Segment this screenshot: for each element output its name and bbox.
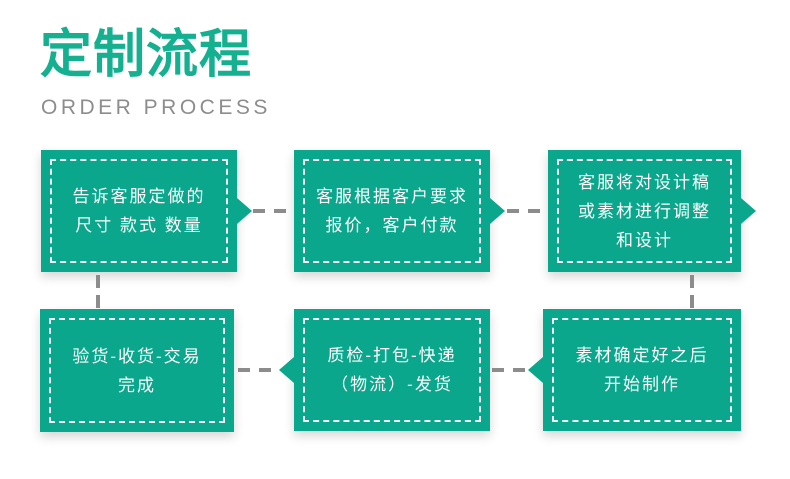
page-subtitle: ORDER PROCESS xyxy=(41,96,271,119)
arrow-right-icon xyxy=(237,198,252,224)
step-text-1: 告诉客服定做的 尺寸 款式 数量 xyxy=(72,187,206,235)
step-text-6: 验货-收货-交易 完成 xyxy=(72,346,202,395)
step-box-1: 告诉客服定做的 尺寸 款式 数量 xyxy=(41,150,237,272)
dashed-connector-step4-step5 xyxy=(492,368,526,372)
step-box-3: 客服将对设计稿 或素材进行调整 和设计 xyxy=(548,150,741,272)
step-text-4: 素材确定好之后 开始制作 xyxy=(575,346,709,394)
dashed-connector-step2-step3 xyxy=(507,209,546,213)
dashed-connector-step5-step6 xyxy=(238,368,277,372)
arrow-left-icon xyxy=(279,357,294,383)
step-box-2: 客服根据客户要求 报价，客户付款 xyxy=(294,150,490,272)
step-box-4: 素材确定好之后 开始制作 xyxy=(543,309,741,431)
step-text-3: 客服将对设计稿 或素材进行调整 和设计 xyxy=(578,172,711,250)
page-title: 定制流程 xyxy=(40,26,253,84)
step-box-6: 验货-收货-交易 完成 xyxy=(40,309,234,432)
dashed-connector-step3-step4 xyxy=(690,275,694,308)
dashed-connector-step1-step2 xyxy=(253,209,292,213)
step-text-2: 客服根据客户要求 报价，客户付款 xyxy=(316,187,468,235)
step-box-5: 质检-打包-快递 （物流）-发货 xyxy=(294,309,490,431)
arrow-left-icon xyxy=(528,357,543,383)
step-text-5: 质检-打包-快递 （物流）-发货 xyxy=(327,346,457,394)
arrow-right-icon xyxy=(490,198,505,224)
arrow-right-icon xyxy=(741,198,756,224)
dashed-connector-left-vertical xyxy=(96,275,100,308)
